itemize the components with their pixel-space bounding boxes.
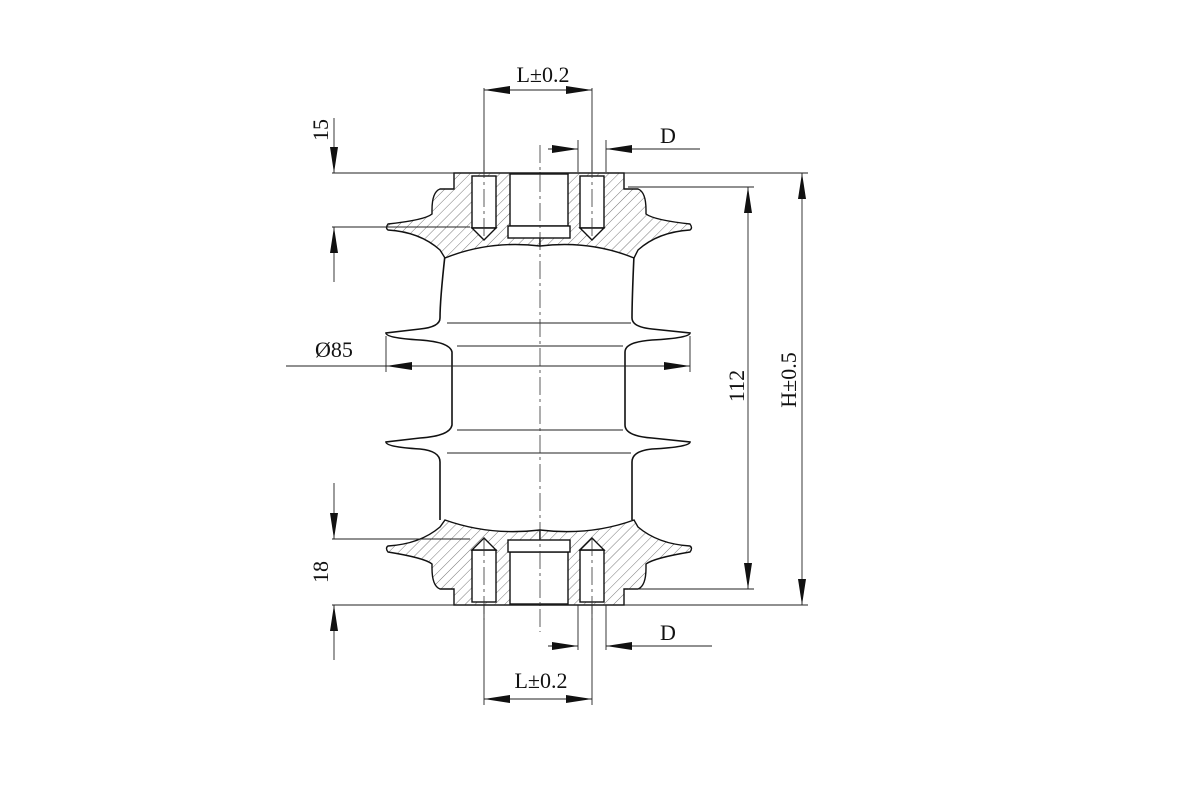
thread-insert-center-bottom xyxy=(509,551,569,605)
dim-bottom-depth-label: 18 xyxy=(308,561,333,583)
dim-top-l-label: L±0.2 xyxy=(516,62,569,87)
dim-top-depth-label: 15 xyxy=(308,119,333,141)
extension-lines xyxy=(286,88,808,705)
dim-total-height-label: H±0.5 xyxy=(776,352,801,407)
dim-bottom-l-label: L±0.2 xyxy=(514,668,567,693)
dim-bottom-d: D xyxy=(548,620,712,650)
dim-bottom-depth: 18 xyxy=(308,483,338,660)
dim-top-depth: 15 xyxy=(308,118,338,282)
dim-top-d-label: D xyxy=(660,123,676,148)
top-end-fitting xyxy=(385,172,693,259)
bottom-end-fitting xyxy=(385,519,693,606)
dim-inner-height: 112 xyxy=(724,187,752,589)
dim-top-l: L±0.2 xyxy=(484,62,592,94)
dim-top-d: D xyxy=(548,123,700,153)
insert-base-top xyxy=(507,225,571,239)
insulator-body xyxy=(385,254,691,520)
insert-base-bottom xyxy=(507,539,571,553)
dim-bottom-l: L±0.2 xyxy=(484,668,592,703)
dim-inner-height-label: 112 xyxy=(724,370,749,402)
dim-diameter: Ø85 xyxy=(315,337,690,370)
dim-diameter-label: Ø85 xyxy=(315,337,353,362)
thread-insert-center xyxy=(509,173,569,227)
dim-total-height: H±0.5 xyxy=(776,173,806,605)
dim-bottom-d-label: D xyxy=(660,620,676,645)
